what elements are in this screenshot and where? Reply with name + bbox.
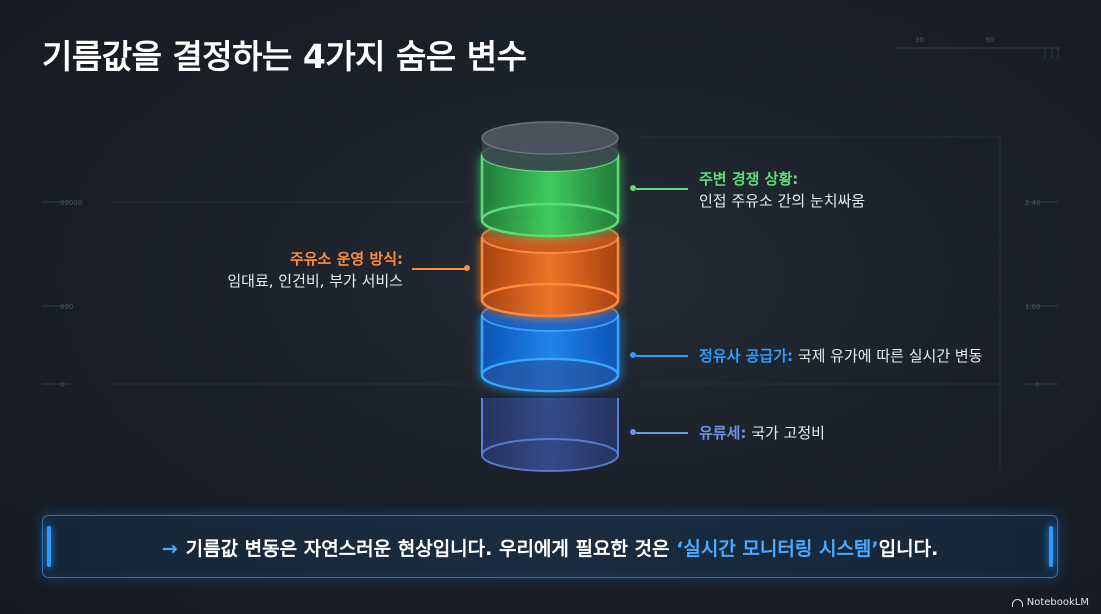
connector-line-competition — [636, 188, 688, 190]
connector-dot-operation — [464, 265, 470, 271]
left-tick-2: 800 — [60, 303, 73, 311]
notebooklm-logo-text: NotebookLM — [1026, 597, 1089, 608]
label-operation: 주유소 운영 방식: 임대료, 인건비, 부가 서비스 — [227, 248, 403, 292]
banner-text-before: 기름값 변동은 자연스러운 현상입니다. 우리에게 필요한 것은 — [185, 538, 670, 560]
right-tick-1: 2.40 — [1025, 199, 1041, 207]
connector-dot-tax — [630, 429, 636, 435]
right-tick-3: 0 — [1035, 381, 1039, 389]
arrow-right-icon: → — [161, 538, 178, 560]
label-refinery-head: 정유사 공급가: — [699, 347, 794, 365]
banner-right-accent — [1049, 526, 1053, 567]
notebooklm-logo: NotebookLM — [1011, 597, 1089, 608]
connector-dot-refinery — [630, 352, 636, 358]
notebooklm-logo-icon — [1011, 598, 1023, 607]
label-tax-head: 유류세: — [699, 424, 747, 442]
banner-highlight: ‘실시간 모니터링 시스템’ — [676, 538, 879, 560]
left-tick-1: 00000 — [60, 199, 82, 207]
label-operation-sub: 임대료, 인건비, 부가 서비스 — [227, 272, 403, 290]
conclusion-banner: → 기름값 변동은 자연스러운 현상입니다. 우리에게 필요한 것은 ‘실시간 모… — [42, 515, 1058, 578]
label-tax-sub: 국가 고정비 — [751, 424, 825, 442]
label-operation-head: 주유소 운영 방식: — [289, 250, 403, 268]
banner-left-accent — [47, 526, 51, 567]
cylinder-top-cap — [481, 121, 619, 171]
label-competition-sub: 인접 주유소 간의 눈치싸움 — [699, 192, 866, 210]
banner-text: → 기름값 변동은 자연스러운 현상입니다. 우리에게 필요한 것은 ‘실시간 모… — [43, 534, 1057, 561]
connector-dot-competition — [630, 185, 636, 191]
label-competition: 주변 경쟁 상황: 인접 주유소 간의 눈치싸움 — [699, 168, 865, 212]
connector-line-tax — [636, 432, 688, 434]
layer-operation-disc — [480, 237, 620, 318]
layer-fuel-tax-disc — [481, 398, 619, 472]
page-title: 기름값을 결정하는 4가지 숨은 변수 — [42, 37, 527, 76]
label-refinery-sub: 국제 유가에 따른 실시간 변동 — [797, 347, 983, 365]
top-tick-1: 30 — [915, 36, 924, 44]
label-competition-head: 주변 경쟁 상황: — [699, 170, 799, 188]
left-tick-3: 0 — [60, 381, 64, 389]
connector-line-refinery — [636, 355, 688, 357]
top-tick-2: 90 — [985, 36, 994, 44]
label-tax: 유류세: 국가 고정비 — [699, 422, 825, 444]
layer-competition-disc — [480, 155, 620, 238]
connector-line-operation — [412, 268, 466, 270]
right-tick-2: 1.60 — [1025, 303, 1041, 311]
banner-text-after: 입니다. — [878, 538, 939, 560]
label-refinery: 정유사 공급가: 국제 유가에 따른 실시간 변동 — [699, 345, 983, 367]
